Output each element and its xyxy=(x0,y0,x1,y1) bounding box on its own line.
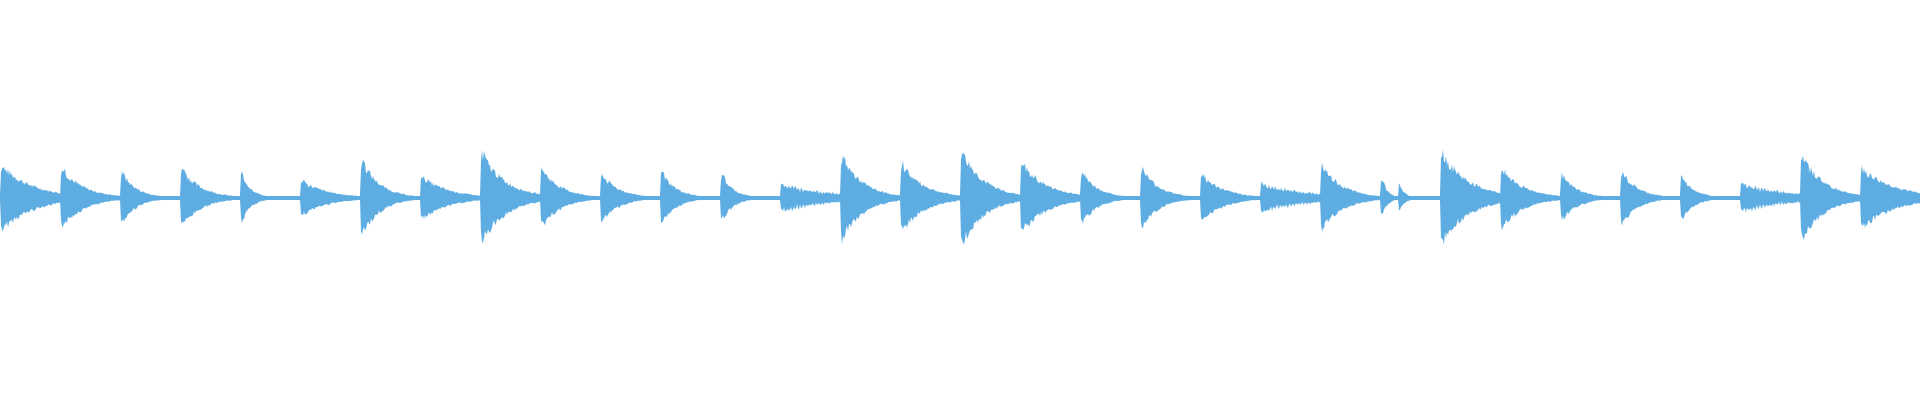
waveform-beat xyxy=(180,168,240,223)
waveform-peaks xyxy=(0,149,1920,245)
waveform-beat xyxy=(900,160,960,230)
waveform-baseline xyxy=(0,196,1920,200)
